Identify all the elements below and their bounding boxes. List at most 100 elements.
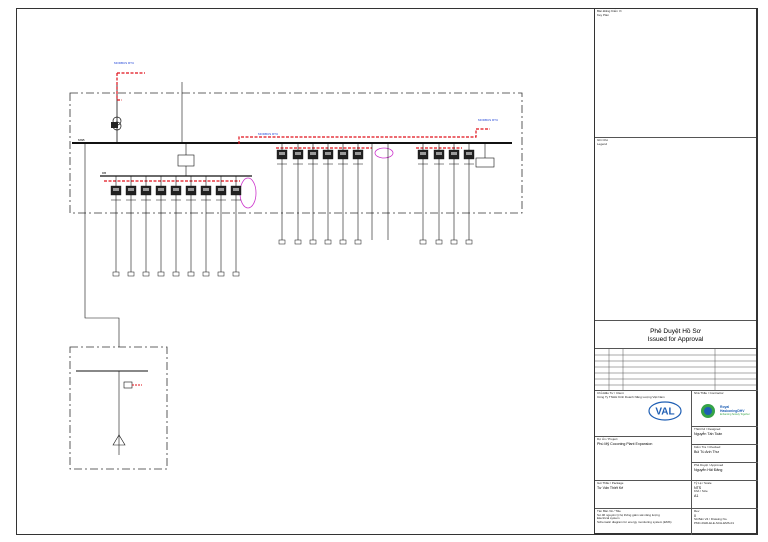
- meter-display: [158, 188, 164, 191]
- meter-display: [218, 188, 224, 191]
- company-logo: Royal HaskoningDHV Enhancing Society Tog…: [694, 396, 756, 422]
- energy-meter-icon: [123, 381, 133, 389]
- secondary-bus-label: DB: [102, 171, 106, 175]
- package-cell: Gói Thầu / Package Tư Vấn Thiết Kế: [595, 480, 691, 508]
- rev-label: Rev: [694, 509, 700, 513]
- size-label: Khổ / Size: [694, 489, 708, 493]
- client-label: Chủ Đầu Tư / Client: [597, 391, 624, 395]
- designer-label: Thiết Kế / Designed: [694, 427, 721, 431]
- key-plan-cell: Bản Đăng Kiểm Vi Key Plan: [595, 9, 756, 137]
- designer-cell: Thiết Kế / Designed Nguyễn Tấn Toàn: [691, 426, 758, 444]
- approval-cell: Phê Duyệt Hồ Sơ Issued for Approval: [595, 320, 756, 348]
- highlight-ellipse: [239, 177, 257, 209]
- comm-line-main: [116, 73, 122, 101]
- drawing-no-label: Số Bản Vẽ / Drawing No.: [694, 517, 728, 521]
- scale-cell: Tỷ Lệ / Scale NTS Khổ / Size A1: [691, 480, 758, 508]
- project-label: Dự Án / Project: [597, 437, 618, 441]
- package-name: Tư Vấn Thiết Kế: [597, 485, 624, 490]
- load-icon: [419, 239, 427, 245]
- meter-display: [295, 152, 301, 155]
- lower-enclosure: [69, 346, 168, 470]
- scale-value: NTS: [694, 485, 702, 490]
- key-plan-sub: Key Plan: [597, 12, 610, 17]
- drawing-title-cell: Tên Bản Vẽ / Title Sơ đồ nguyên lý hệ th…: [595, 508, 691, 535]
- notes-sub: Legend: [597, 141, 608, 146]
- tie-panel: [177, 154, 195, 167]
- notes-cell: Ghi Chú Legend: [595, 137, 756, 320]
- lower-meter-row: [110, 176, 242, 277]
- meter-display: [173, 188, 179, 191]
- drawing-title-label: Tên Bản Vẽ / Title: [597, 509, 621, 513]
- upper-meter-row: [276, 143, 475, 245]
- load-icon: [172, 271, 180, 277]
- company-tagline: Enhancing Society Together: [720, 412, 750, 416]
- meter-display: [310, 152, 316, 155]
- approver-cell: Phê Duyệt / Approved Nguyễn Hải Đăng: [691, 462, 758, 480]
- meter-display: [143, 188, 149, 191]
- company-logo-mark: [701, 403, 715, 418]
- outer-frame: [16, 8, 758, 535]
- bus-labels: MSB DB MODBUS RTU MODBUS RTU MODBUS RTU: [78, 61, 498, 175]
- meter-display: [451, 152, 457, 155]
- company-name-2: HaskoningDHV: [720, 408, 745, 413]
- load-icon: [112, 434, 126, 446]
- rev-value: 0: [694, 513, 696, 518]
- approver-label: Phê Duyệt / Approved: [694, 463, 724, 467]
- checker-name: Bùi Tú Anh Thư: [694, 449, 720, 454]
- load-icon: [142, 271, 150, 277]
- load-icon: [127, 271, 135, 277]
- revision-table: [595, 348, 756, 390]
- approver-name: Nguyễn Hải Đăng: [694, 467, 723, 472]
- revision-grid: [595, 349, 756, 390]
- load-icon: [217, 271, 225, 277]
- load-icon: [465, 239, 473, 245]
- schematic-wiring: [69, 72, 523, 470]
- load-icon: [339, 239, 347, 245]
- load-icon: [157, 271, 165, 277]
- gateway-icon: [475, 157, 495, 168]
- checker-cell: Kiểm Tra / Checked Bùi Tú Anh Thư: [691, 444, 758, 462]
- meter-display: [340, 152, 346, 155]
- size-value: A1: [694, 493, 699, 498]
- load-icon: [354, 239, 362, 245]
- main-enclosure: [69, 92, 523, 214]
- load-icon: [324, 239, 332, 245]
- contractor-cell: Nhà Thầu / Contractor Royal HaskoningDHV…: [691, 390, 758, 426]
- load-icon: [112, 271, 120, 277]
- energy-meter-icon: [111, 122, 118, 128]
- network-tag-left: MODBUS RTU: [114, 61, 134, 65]
- meter-display: [355, 152, 361, 155]
- highlight-ellipse: [374, 147, 394, 159]
- drawing-no-cell: Rev 0 Số Bản Vẽ / Drawing No. PMC-RHD-EL…: [691, 508, 758, 535]
- meter-display: [113, 188, 119, 191]
- client-name: Công Ty TNHH Kinh Doanh Năng Lượng Việt …: [597, 394, 665, 399]
- scale-label: Tỷ Lệ / Scale: [694, 481, 712, 485]
- title-block: Bản Đăng Kiểm Vi Key Plan Ghi Chú Legend…: [594, 8, 758, 535]
- drawing-title-3: Schematic diagram for energy monitoring …: [597, 519, 672, 524]
- key-plan-label: Bản Đăng Kiểm Vi: [597, 9, 622, 13]
- load-icon: [202, 271, 210, 277]
- meter-display: [279, 152, 285, 155]
- network-tag-right: MODBUS RTU: [478, 118, 498, 122]
- load-icon: [232, 271, 240, 277]
- project-cell: Dự Án / Project Phú Mỹ Coconing Plant Ex…: [595, 436, 691, 480]
- load-icon: [309, 239, 317, 245]
- lower-panel-feeder: [84, 143, 120, 347]
- network-tag-mid: MODBUS RTU: [258, 132, 278, 136]
- val-logo-text: VAL: [655, 407, 674, 418]
- load-icon: [435, 239, 443, 245]
- project-name: Phú Mỹ Coconing Plant Expansion: [597, 441, 653, 446]
- val-logo: VAL: [645, 400, 685, 422]
- meter-display: [466, 152, 472, 155]
- company-name-1: Royal: [720, 404, 730, 409]
- meter-display: [188, 188, 194, 191]
- contractor-label: Nhà Thầu / Contractor: [694, 391, 724, 395]
- main-bus-label: MSB: [78, 138, 85, 142]
- approval-subtitle: Issued for Approval: [647, 336, 704, 343]
- meter-display: [436, 152, 442, 155]
- drawing-title-2: Electrical system: [597, 516, 620, 521]
- load-icon: [278, 239, 286, 245]
- load-icon: [450, 239, 458, 245]
